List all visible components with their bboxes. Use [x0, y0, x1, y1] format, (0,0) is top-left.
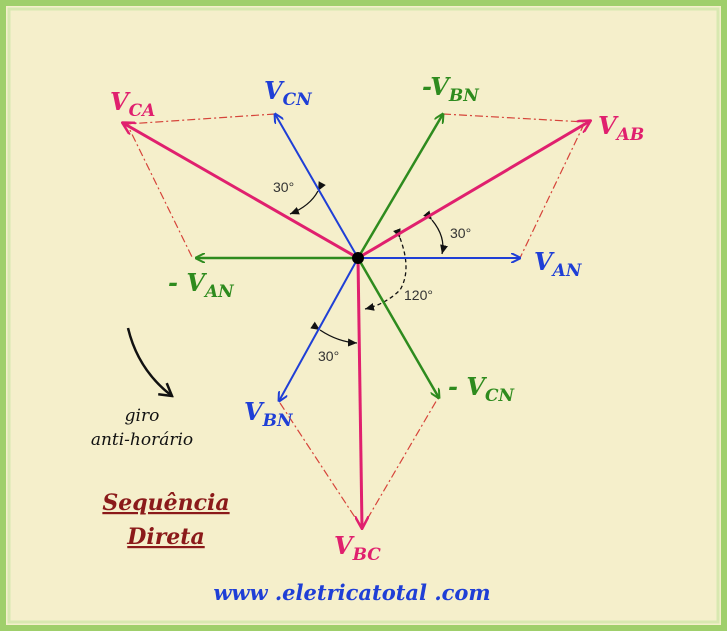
- angle-label-an-bc: 120°: [404, 287, 433, 303]
- label-v-an: VAN: [534, 247, 583, 281]
- line-voltage-vectors: [123, 121, 590, 528]
- website-url[interactable]: www .eletricatotal .com: [213, 580, 490, 605]
- label-v-bn: VBN: [244, 397, 294, 431]
- sequence-line2: Direta: [126, 524, 204, 550]
- label-v-bc: VBC: [334, 531, 381, 565]
- arc-cn-ca: [289, 181, 326, 215]
- label-v-ca: VCA: [110, 87, 155, 121]
- phase-voltage-vectors: [275, 114, 520, 401]
- vector-v-cn: [275, 114, 359, 259]
- arc-bn-bc: [310, 321, 358, 347]
- negative-phase-vectors: [196, 114, 443, 398]
- vector-v-ab: [357, 121, 590, 260]
- label-neg-v-cn: - VCN: [448, 372, 515, 406]
- inner-frame: [7, 7, 720, 624]
- sequence-line1: Sequência: [102, 490, 229, 516]
- arc-ab-an: [423, 210, 448, 255]
- rotation-arrow-icon: [126, 327, 172, 396]
- vector-neg-v-cn: [356, 257, 439, 398]
- vector-v-ca: [123, 123, 359, 260]
- origin-point: [352, 252, 364, 264]
- label-neg-v-an: - VAN: [168, 268, 235, 302]
- label-neg-v-bn: -VBN: [422, 72, 480, 106]
- angle-label-bn-bc: 30°: [318, 348, 339, 364]
- rotation-line2: anti-horário: [91, 430, 193, 450]
- vector-v-bc: [358, 257, 362, 528]
- angle-label-cn-ca: 30°: [273, 179, 294, 195]
- angle-label-ab-an: 30°: [450, 225, 471, 241]
- construction-ab: [442, 113, 586, 259]
- vector-neg-v-bn: [356, 114, 443, 259]
- vector-v-bn: [279, 257, 359, 401]
- angle-arcs: [289, 181, 448, 347]
- rotation-line1: giro: [125, 406, 160, 426]
- label-v-cn: VCN: [264, 76, 313, 110]
- label-v-ab: VAB: [598, 111, 644, 145]
